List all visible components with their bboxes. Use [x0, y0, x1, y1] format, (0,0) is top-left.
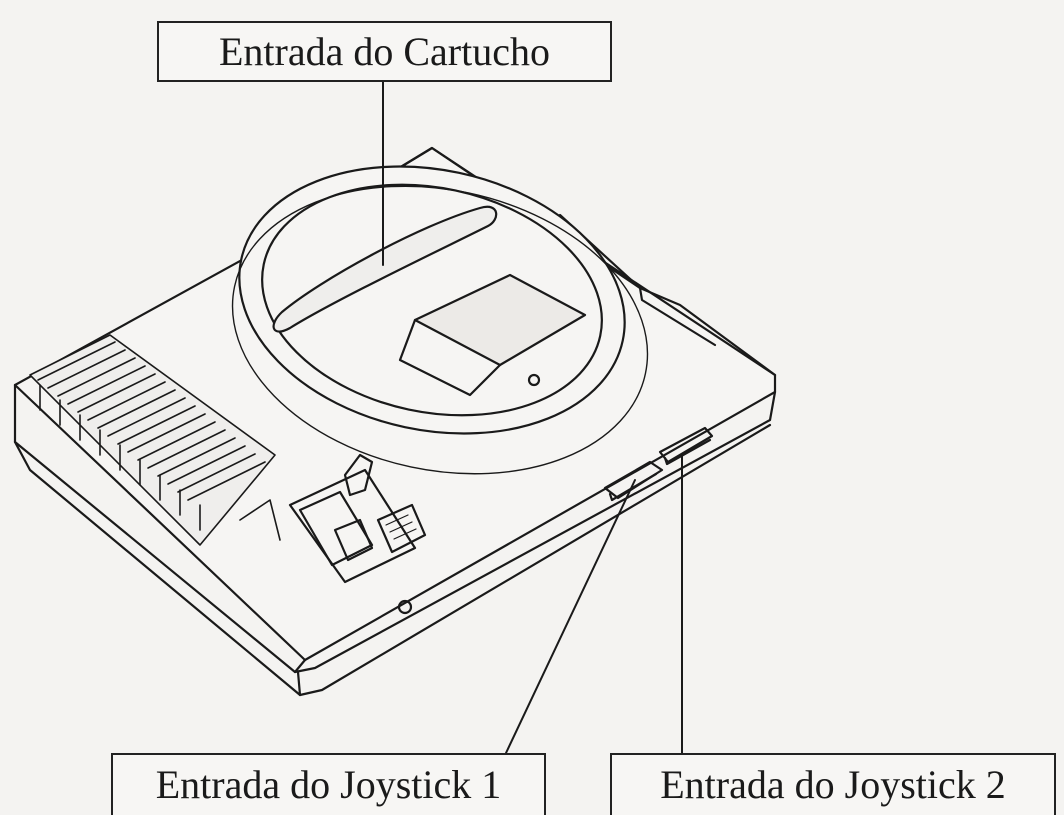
cartridge-ring: [231, 165, 649, 475]
vent-grille: [29, 334, 276, 546]
joystick-2-port-label: Entrada do Joystick 2: [610, 753, 1056, 815]
cartridge-slot: [272, 205, 498, 333]
side-line: [239, 499, 281, 541]
cartridge-slot-label: Entrada do Cartucho: [157, 21, 612, 82]
switch-panel: [288, 453, 427, 584]
joystick-ports: [603, 426, 714, 502]
top-panel: [398, 273, 587, 397]
front-hole: [397, 599, 413, 615]
joystick-1-port-label: Entrada do Joystick 1: [111, 753, 546, 815]
leader-joystick1: [505, 479, 636, 754]
